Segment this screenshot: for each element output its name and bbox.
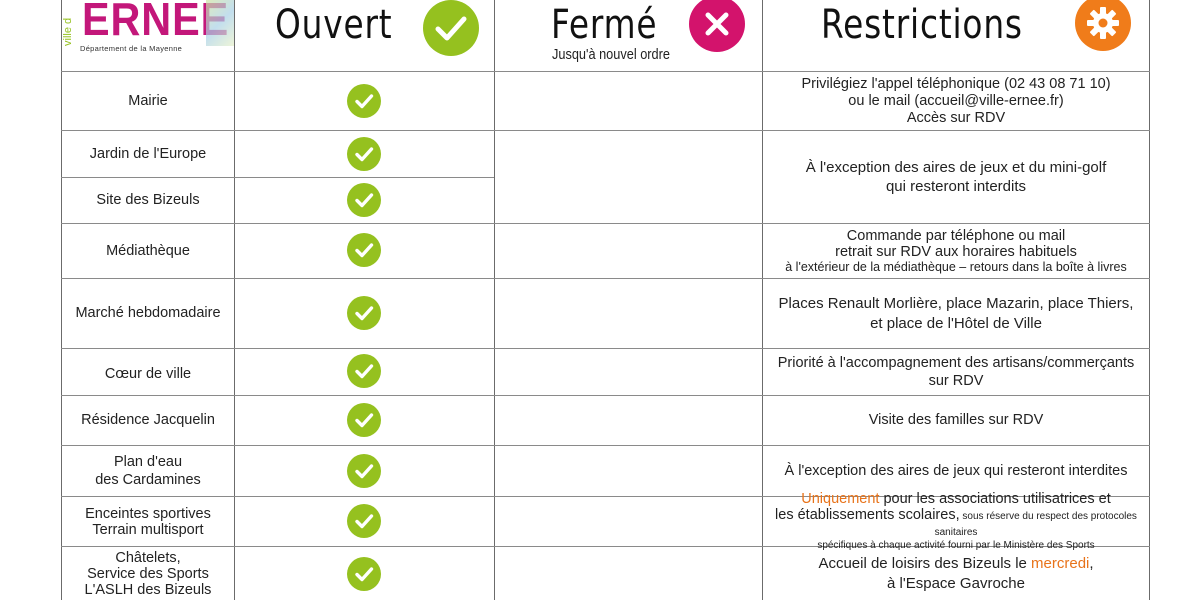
table-row-restriction: Uniquement pour les associations utilisa…	[775, 491, 1137, 551]
grid-line	[762, 0, 763, 600]
table-row-name: Mairie	[128, 92, 168, 109]
table-row-restriction: Privilégiez l'appel téléphonique (02 43 …	[801, 75, 1111, 126]
grid-line	[61, 348, 1150, 349]
header-restrictions-label: Restrictions	[821, 2, 1023, 48]
check-circle-icon	[347, 354, 381, 388]
header-closed-label: Fermé	[551, 2, 658, 48]
table-row-restriction: Visite des familles sur RDV	[868, 412, 1044, 428]
check-circle-icon	[347, 137, 381, 171]
table-row-name: Médiathèque	[106, 242, 190, 259]
header-closed-sub: Jusqu'à nouvel ordre	[552, 46, 670, 63]
check-circle-icon	[347, 403, 381, 437]
table-row-name: Jardin de l'Europe	[89, 145, 207, 162]
grid-line	[61, 445, 1150, 446]
check-circle-icon	[347, 296, 381, 330]
header-open-label: Ouvert	[275, 2, 393, 48]
table-row-restriction: À l'exception des aires de jeux et du mi…	[805, 159, 1107, 195]
check-circle-icon	[347, 504, 381, 538]
grid-line	[1149, 0, 1150, 600]
table-row-restriction: Priorité à l'accompagnement des artisans…	[777, 355, 1135, 389]
logo: ville d ERNEE Département de la Mayenne	[62, 0, 234, 60]
grid-line	[61, 395, 1150, 396]
table-row-name: Cœur de ville	[104, 365, 192, 382]
table-row-restriction: Accueil de loisirs des Bizeuls le mercre…	[818, 554, 1094, 592]
logo-subtitle: Département de la Mayenne	[80, 44, 183, 53]
check-circle-icon	[347, 183, 381, 217]
grid-line	[61, 546, 1150, 547]
check-circle-icon	[347, 454, 381, 488]
table-row-restriction: À l'exception des aires de jeux qui rest…	[784, 462, 1128, 479]
close-circle-icon	[689, 0, 745, 52]
check-circle-icon	[347, 557, 381, 591]
table-row-name: Site des Bizeuls	[96, 192, 200, 208]
grid-line	[61, 71, 1150, 72]
grid-line	[61, 496, 1150, 497]
logo-prefix: ville d	[62, 17, 74, 46]
grid-line	[234, 0, 235, 600]
grid-line	[61, 223, 1150, 224]
check-circle-icon	[347, 84, 381, 118]
table-row-name: Marché hebdomadaire	[75, 305, 221, 321]
grid-line	[61, 177, 494, 178]
table-row-restriction: Places Renault Morlière, place Mazarin, …	[778, 294, 1134, 332]
table-row-name: Résidence Jacquelin	[81, 412, 215, 428]
logo-name: ERNEE	[82, 0, 230, 45]
check-circle-icon	[347, 233, 381, 267]
gear-icon	[1075, 0, 1131, 51]
grid-line	[494, 0, 495, 600]
grid-line	[61, 130, 1150, 131]
grid-line	[61, 278, 1150, 279]
check-circle-icon	[423, 0, 479, 56]
grid-line	[61, 0, 62, 600]
logo-pattern	[206, 0, 234, 46]
